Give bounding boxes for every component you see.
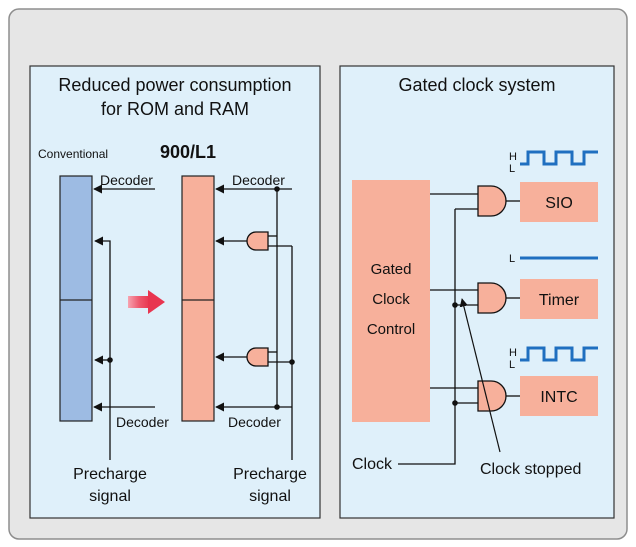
- intc-label: INTC: [540, 389, 577, 406]
- conventional-memory-block: [59, 175, 93, 422]
- clock-stopped-label: Clock stopped: [480, 461, 581, 478]
- sio-wave-l-label: L: [509, 163, 515, 175]
- sio-label: SIO: [545, 195, 573, 212]
- intc-block: [520, 376, 598, 416]
- timer-wave-l-label: L: [509, 253, 515, 265]
- conv-junction-dot: [107, 357, 113, 363]
- conv-decoder-top-label: Decoder: [100, 172, 153, 188]
- new-precharge-label-line2: signal: [249, 488, 291, 505]
- conv-precharge-label-line2: signal: [89, 488, 131, 505]
- new-decoder-dot-bottom: [274, 404, 280, 410]
- conv-precharge-label-line1: Precharge: [73, 466, 147, 483]
- conv-precharge-line-upper: [94, 236, 111, 460]
- new-precharge-dot: [289, 359, 295, 365]
- timer-label: Timer: [539, 292, 580, 309]
- new-precharge-label-line1: Precharge: [233, 466, 307, 483]
- intc-and-gate: [477, 380, 507, 412]
- clock-line: [398, 209, 456, 465]
- right-panel-title: Gated clock system: [398, 75, 555, 95]
- gated-clock-control-block: [352, 180, 430, 422]
- transition-arrow: [128, 290, 165, 314]
- new-decoder-top-label: Decoder: [232, 172, 285, 188]
- lower-and-gate: [246, 347, 269, 367]
- new-architecture-label: 900/L1: [160, 142, 216, 162]
- gcc-label-line1: Gated: [371, 261, 412, 278]
- new-decoder-dot-top: [274, 186, 280, 192]
- new-decoder-bottom-label: Decoder: [228, 414, 281, 430]
- clock-stopped-pointer: [459, 298, 501, 453]
- upper-and-gate: [246, 231, 269, 251]
- intc-wave-l-label: L: [509, 359, 515, 371]
- gcc-label-line2: Clock: [372, 291, 410, 308]
- clock-dot-intc: [452, 400, 458, 406]
- gcc-label-line3: Control: [367, 321, 415, 338]
- sio-clock-waveform: [520, 150, 598, 166]
- sio-block: [520, 182, 598, 222]
- sio-wave-h-label: H: [509, 151, 517, 163]
- new-memory-block: [181, 175, 215, 422]
- conv-decoder-bottom-label: Decoder: [116, 414, 169, 430]
- clock-label: Clock: [352, 456, 393, 473]
- sio-and-gate: [477, 185, 507, 217]
- conventional-label: Conventional: [38, 147, 108, 161]
- left-panel-title-line2: for ROM and RAM: [101, 99, 249, 119]
- timer-block: [520, 279, 598, 319]
- intc-clock-waveform: [520, 346, 598, 362]
- clock-dot-timer: [452, 302, 458, 308]
- timer-and-gate: [477, 282, 507, 314]
- left-panel-title-line1: Reduced power consumption: [58, 75, 291, 95]
- intc-wave-h-label: H: [509, 347, 517, 359]
